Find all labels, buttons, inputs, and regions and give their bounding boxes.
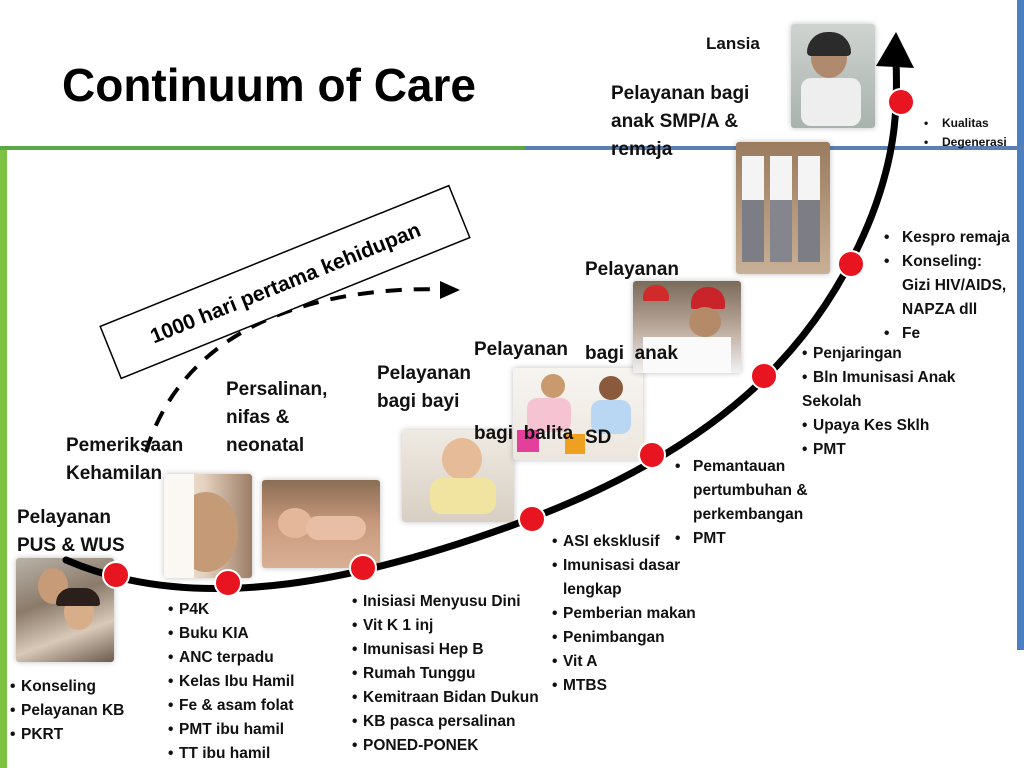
photo-schoolchildren [633, 281, 741, 373]
stage-balita-line: Pelayanan [474, 339, 568, 360]
list-item: perkembangan [693, 506, 804, 523]
stage-kehamilan-line: Pemeriksaan [66, 435, 184, 456]
photo-pregnant [164, 474, 252, 578]
list-item: Imunisasi dasar [552, 554, 696, 578]
list-item: Vit K 1 inj [352, 614, 539, 638]
list-persalinan: Inisiasi Menyusu Dini Vit K 1 inj Imunis… [352, 590, 539, 758]
list-item: Rumah Tunggu [352, 662, 539, 686]
list-item: Inisiasi Menyusu Dini [352, 590, 539, 614]
photo-baby [402, 430, 514, 522]
dot-lansia [887, 88, 915, 116]
list-item: Kualitas [920, 114, 1007, 133]
stage-bayi-line: Pelayanan [377, 363, 471, 384]
list-item: PMT ibu hamil [168, 718, 294, 742]
list-lansia: Kualitas Degenerasi [920, 114, 1007, 152]
dot-kehamilan [214, 569, 242, 597]
dot-persalinan [349, 554, 377, 582]
stage-balita-line: bagi balita [474, 423, 574, 444]
list-item: P4K [168, 598, 294, 622]
list-item: MTBS [552, 674, 696, 698]
list-item: Kespro remaja [880, 226, 1010, 250]
list-item: PMT [671, 527, 808, 551]
list-item: PKRT [10, 723, 124, 747]
list-item: Fe & asam folat [168, 694, 294, 718]
list-item: TT ibu hamil [168, 742, 294, 766]
stage-persalinan-line: nifas & [226, 407, 290, 428]
golden-period-box: 1000 hari pertama kehidupan [99, 184, 471, 380]
stage-pus-line: Pelayanan [17, 507, 111, 528]
photo-elderly [791, 24, 875, 128]
list-item: Kemitraan Bidan Dukun [352, 686, 539, 710]
stage-lansia: Lansia [706, 34, 760, 53]
arrow-up-icon [876, 32, 914, 68]
stage-dots [102, 88, 915, 597]
list-bayi: ASI eksklusif Imunisasi dasar lengkap Pe… [552, 530, 696, 698]
dashed-arrow-icon [144, 287, 445, 453]
list-item: Penjaringan [802, 342, 955, 366]
page-title: Continuum of Care [62, 59, 476, 111]
list-pus: Konseling Pelayanan KB PKRT [10, 675, 124, 747]
photo-teenagers [736, 142, 830, 274]
stage-kehamilan-line: Kehamilan [66, 463, 163, 484]
list-item: Konseling: [880, 250, 1010, 274]
title-underline-green [0, 146, 525, 150]
stage-remaja-line: remaja [611, 139, 673, 160]
list-item: Upaya Kes Sklh [802, 414, 955, 438]
dashed-arrow-head [440, 281, 460, 299]
stage-kehamilan: Pemeriksaan Kehamilan [66, 432, 183, 488]
list-item: Imunisasi Hep B [352, 638, 539, 662]
list-item: Pelayanan KB [10, 699, 124, 723]
list-remaja: Kespro remaja Konseling: Gizi HIV/AIDS, … [880, 226, 1010, 346]
list-item: Bln Imunisasi Anak [802, 366, 955, 390]
list-item: Pemantauan [671, 455, 808, 479]
list-item: Vit A [552, 650, 696, 674]
golden-period-label: 1000 hari pertama kehidupan [147, 219, 424, 349]
photo-newborn [262, 480, 380, 568]
stage-persalinan: Persalinan, nifas & neonatal [226, 376, 327, 460]
list-item: ANC terpadu [168, 646, 294, 670]
stage-remaja-line: Pelayanan bagi [611, 83, 750, 104]
list-item: KB pasca persalinan [352, 710, 539, 734]
list-balita: Pemantauan pertumbuhan & perkembangan PM… [671, 455, 808, 551]
list-item: Buku KIA [168, 622, 294, 646]
stage-sd: Pelayanan bagi anak SD [585, 200, 679, 480]
list-item: Sekolah [802, 393, 862, 410]
stage-bayi: Pelayanan bagi bayi [377, 360, 471, 416]
list-item: Kelas Ibu Hamil [168, 670, 294, 694]
list-item: ASI eksklusif [552, 530, 696, 554]
stage-sd-line: Pelayanan [585, 259, 679, 280]
right-blue-bar [1017, 0, 1024, 650]
photo-toddlers [513, 368, 643, 460]
list-item: Fe [880, 322, 1010, 346]
stage-sd-line: bagi anak [585, 343, 678, 364]
stage-persalinan-line: neonatal [226, 435, 305, 456]
list-item: Konseling [10, 675, 124, 699]
list-item: Degenerasi [920, 133, 1007, 152]
list-item: pertumbuhan & [693, 482, 808, 499]
dot-bayi [518, 505, 546, 533]
stage-remaja-line: anak SMP/A & [611, 111, 739, 132]
left-green-bar [0, 148, 7, 768]
list-item: Gizi HIV/AIDS, [902, 277, 1007, 294]
stage-sd-line: SD [585, 427, 612, 448]
list-item: NAPZA dll [902, 301, 978, 318]
stage-remaja: Pelayanan bagi anak SMP/A & remaja [611, 80, 749, 164]
stage-bayi-line: bagi bayi [377, 391, 460, 412]
stage-persalinan-line: Persalinan, [226, 379, 328, 400]
stage-pus: Pelayanan PUS & WUS [17, 504, 125, 560]
list-sd: Penjaringan Bln Imunisasi Anak Sekolah U… [802, 342, 955, 462]
dot-remaja [837, 250, 865, 278]
list-item: Penimbangan [552, 626, 696, 650]
dot-balita [638, 441, 666, 469]
list-item: PMT [802, 438, 955, 462]
dot-pus [102, 561, 130, 589]
list-item: lengkap [563, 581, 622, 598]
stage-pus-line: PUS & WUS [17, 535, 125, 556]
list-item: PONED-PONEK [352, 734, 539, 758]
list-kehamilan: P4K Buku KIA ANC terpadu Kelas Ibu Hamil… [168, 598, 294, 766]
dot-sd [750, 362, 778, 390]
list-item: Pemberian makan [552, 602, 696, 626]
stage-balita: Pelayanan bagi balita [474, 280, 573, 476]
